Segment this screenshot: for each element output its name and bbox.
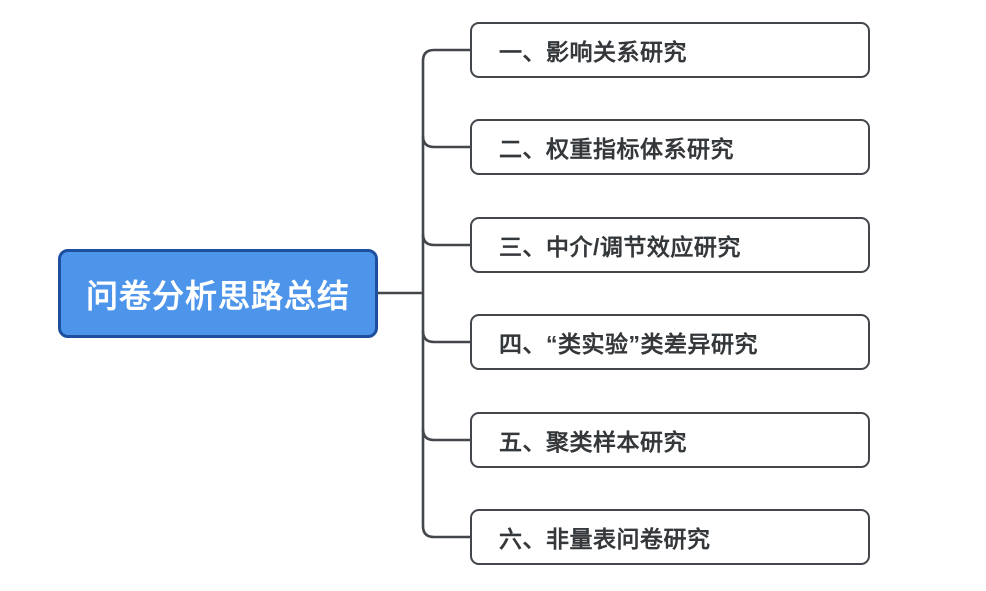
root-node-label: 问卷分析思路总结	[85, 277, 350, 314]
branch-node-5: 五、聚类样本研究	[470, 412, 870, 468]
branch-node-5-label: 五、聚类样本研究	[499, 429, 687, 455]
connector-branch-2	[421, 135, 470, 149]
branch-node-6: 六、非量表问卷研究	[470, 509, 870, 565]
branch-node-2-label: 二、权重指标体系研究	[499, 136, 734, 162]
branch-node-3: 三、中介/调节效应研究	[470, 217, 870, 273]
branch-node-2: 二、权重指标体系研究	[470, 119, 870, 175]
branch-node-6-label: 六、非量表问卷研究	[499, 526, 711, 552]
root-node: 问卷分析思路总结	[58, 249, 378, 338]
branch-node-3-label: 三、中介/调节效应研究	[499, 234, 741, 260]
branch-node-4: 四、“类实验”类差异研究	[470, 314, 870, 370]
connector-branch-5	[421, 428, 470, 442]
branch-node-4-label: 四、“类实验”类差异研究	[499, 331, 758, 357]
connector-trunk	[421, 48, 470, 539]
connector-branch-4	[421, 330, 470, 344]
branch-node-1-label: 一、影响关系研究	[499, 39, 687, 65]
connector-branch-3	[421, 233, 470, 247]
branch-node-1: 一、影响关系研究	[470, 22, 870, 78]
